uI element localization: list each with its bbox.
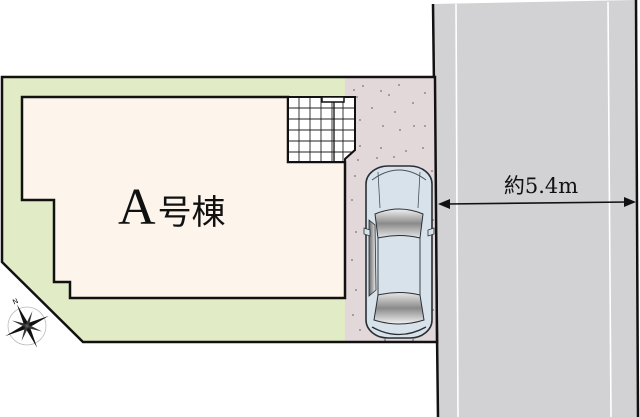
- road-width-dimension: [438, 197, 636, 209]
- building-label: A号棟: [118, 179, 226, 236]
- road-edge-line-left: [455, 3, 459, 417]
- road: [431, 0, 640, 417]
- compass-icon: N: [5, 297, 49, 348]
- road-edge-line-right: [607, 1, 612, 417]
- mirror-left: [363, 227, 371, 237]
- lot-boundary: [0, 75, 439, 344]
- mirror-right: [427, 227, 435, 237]
- building-suffix: 号棟: [158, 193, 226, 233]
- door-step: [321, 96, 345, 103]
- entrance-porch: [287, 96, 356, 163]
- compass-north-label: N: [11, 297, 19, 306]
- road-width-label: 約5.4m: [504, 174, 578, 198]
- building-letter: A: [118, 179, 156, 236]
- car-icon: [363, 165, 435, 339]
